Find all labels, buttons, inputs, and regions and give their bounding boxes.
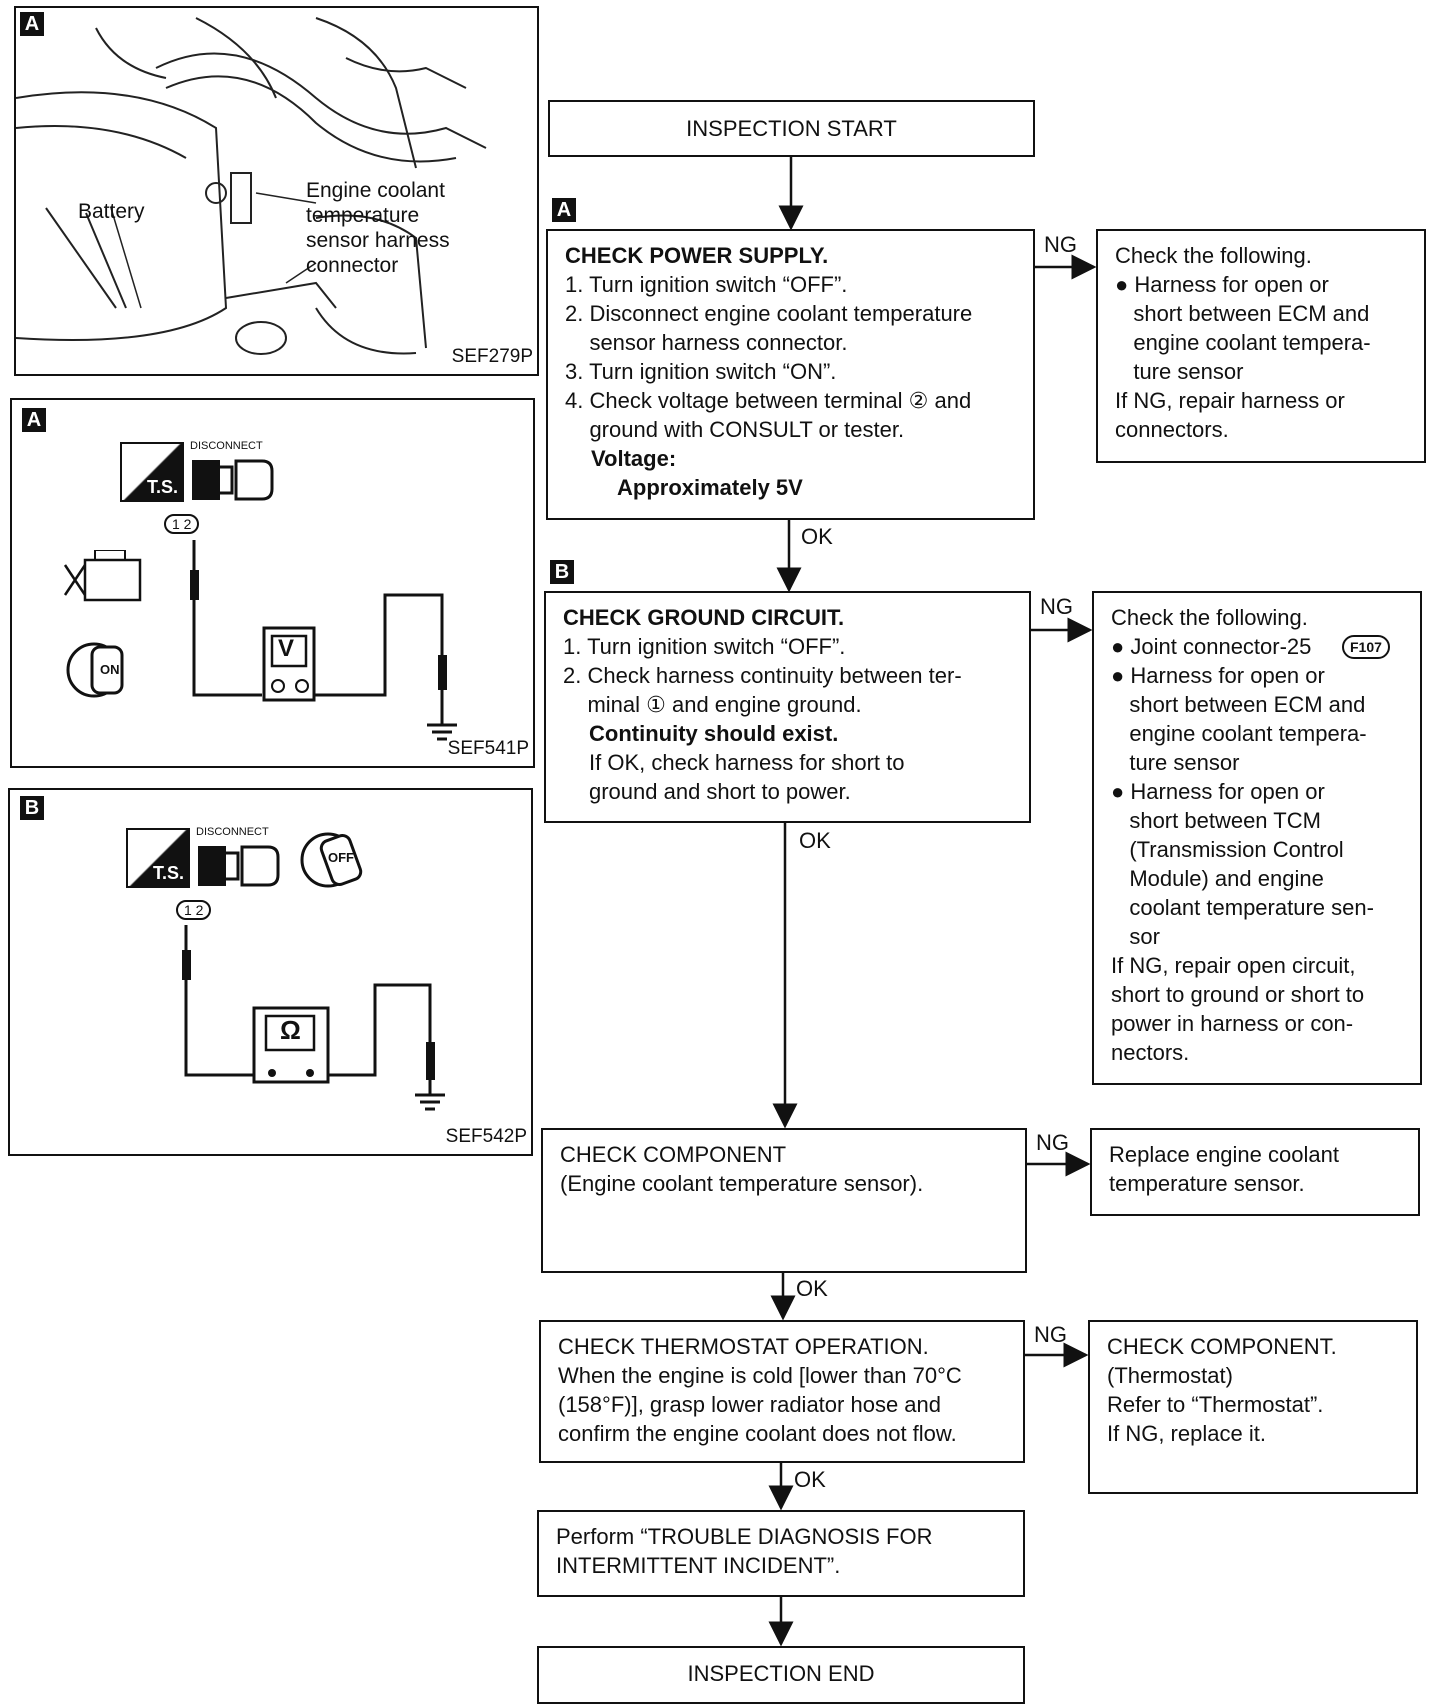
- figure-tag: B: [20, 796, 44, 820]
- meter-symbol: V: [278, 635, 295, 662]
- inspection-start-box: INSPECTION START: [548, 100, 1035, 157]
- step-c-body: CHECK COMPONENT (Engine coolant temperat…: [560, 1142, 924, 1196]
- step-b-tag: B: [550, 560, 574, 584]
- ignition-key-on-icon: [66, 642, 124, 698]
- step-b-ng-line2: ● Joint connector-25: [1111, 634, 1312, 659]
- continuity-wiring: [182, 925, 445, 1111]
- step-c-ng-text: Replace engine coolant temperature senso…: [1109, 1142, 1339, 1196]
- step-a-title: CHECK POWER SUPPLY.: [565, 243, 829, 268]
- figure-code: SEF542P: [445, 1126, 527, 1147]
- ts-label: T.S.: [152, 863, 184, 883]
- check-power-supply-box: CHECK POWER SUPPLY. 1. Turn ignition swi…: [546, 229, 1035, 520]
- step-c-ng-box: Replace engine coolant temperature senso…: [1090, 1128, 1420, 1216]
- voltage-wiring: [190, 540, 457, 741]
- step-d-ng-label: NG: [1034, 1322, 1067, 1347]
- step-a-ng-label: NG: [1044, 232, 1077, 257]
- sensor-connector-label: Engine coolant temperature sensor harnes…: [306, 179, 450, 277]
- step-d-ng-box: CHECK COMPONENT. (Thermostat) Refer to “…: [1088, 1320, 1418, 1494]
- inspection-end-box: INSPECTION END: [537, 1646, 1025, 1704]
- step-a-ng-text: Check the following. ● Harness for open …: [1115, 243, 1371, 442]
- check-component-sensor-box: CHECK COMPONENT (Engine coolant temperat…: [541, 1128, 1027, 1273]
- ts-icon: T.S.: [120, 442, 184, 502]
- connector-disconnect-icon: [192, 459, 274, 501]
- step-b-ng-label: NG: [1040, 594, 1073, 619]
- step-b-body: 1. Turn ignition switch “OFF”. 2. Check …: [563, 634, 962, 717]
- figure-code: SEF541P: [447, 738, 529, 759]
- step-a-spec-value: Approximately 5V: [617, 475, 803, 500]
- figure-engine-bay: A Battery Engine coolant temperature: [14, 6, 539, 376]
- step-c-ok-label: OK: [796, 1276, 828, 1301]
- step-a-ok-label: OK: [801, 524, 833, 549]
- joint-connector-badge: F107: [1342, 635, 1390, 659]
- step-a-body: 1. Turn ignition switch “OFF”. 2. Discon…: [565, 272, 973, 442]
- inspection-end-label: INSPECTION END: [687, 1661, 875, 1686]
- disconnect-label: DISCONNECT: [196, 826, 269, 838]
- engine-icon: [63, 550, 142, 602]
- step-d-ng-text: CHECK COMPONENT. (Thermostat) Refer to “…: [1107, 1334, 1337, 1446]
- figure-voltage-check: A T.S. DISCONNECT ON 1 2 V SEF541P: [10, 398, 535, 768]
- connector-pins: 1 2: [164, 514, 200, 534]
- key-position-label: ON: [100, 662, 120, 677]
- perform-trouble-diagnosis-box: Perform “TROUBLE DIAGNOSIS FOR INTERMITT…: [537, 1510, 1025, 1597]
- engine-bay-illustration: [16, 17, 487, 355]
- ts-icon: T.S.: [126, 828, 190, 888]
- meter-symbol: Ω: [280, 1015, 301, 1045]
- inspection-start-label: INSPECTION START: [686, 116, 897, 141]
- check-ground-circuit-box: CHECK GROUND CIRCUIT. 1. Turn ignition s…: [544, 591, 1031, 823]
- disconnect-label: DISCONNECT: [190, 440, 263, 452]
- figure-code: SEF279P: [451, 346, 533, 367]
- step-b-spec: Continuity should exist.: [589, 721, 839, 746]
- figure-continuity-check: B T.S. DISCONNECT OFF 1 2 Ω SEF542P: [8, 788, 533, 1156]
- step-d-body: CHECK THERMOSTAT OPERATION. When the eng…: [558, 1334, 962, 1446]
- step-b-ng-line1: Check the following.: [1111, 605, 1308, 630]
- connector-pins: 1 2: [176, 900, 212, 920]
- step-a-spec-label: Voltage:: [591, 446, 677, 471]
- ts-label: T.S.: [146, 477, 178, 497]
- step-b-title: CHECK GROUND CIRCUIT.: [563, 605, 845, 630]
- step-d-ok-label: OK: [794, 1467, 826, 1492]
- battery-label: Battery: [78, 200, 145, 223]
- step-b-body-2: If OK, check harness for short to ground…: [589, 750, 905, 804]
- step-b-ng-rest: ● Harness for open or short between ECM …: [1111, 663, 1374, 1065]
- connector-disconnect-icon: [198, 845, 280, 887]
- step-a-ng-box: Check the following. ● Harness for open …: [1096, 229, 1426, 463]
- step-e-body: Perform “TROUBLE DIAGNOSIS FOR INTERMITT…: [556, 1524, 933, 1578]
- step-c-ng-label: NG: [1036, 1130, 1069, 1155]
- check-thermostat-box: CHECK THERMOSTAT OPERATION. When the eng…: [539, 1320, 1025, 1463]
- key-position-label: OFF: [328, 850, 354, 865]
- figure-tag: A: [20, 12, 44, 36]
- ignition-key-off-icon: [300, 832, 363, 888]
- step-b-ok-label: OK: [799, 828, 831, 853]
- figure-tag: A: [22, 408, 46, 432]
- step-a-tag: A: [552, 198, 576, 222]
- step-b-ng-box: Check the following. ● Joint connector-2…: [1092, 591, 1422, 1085]
